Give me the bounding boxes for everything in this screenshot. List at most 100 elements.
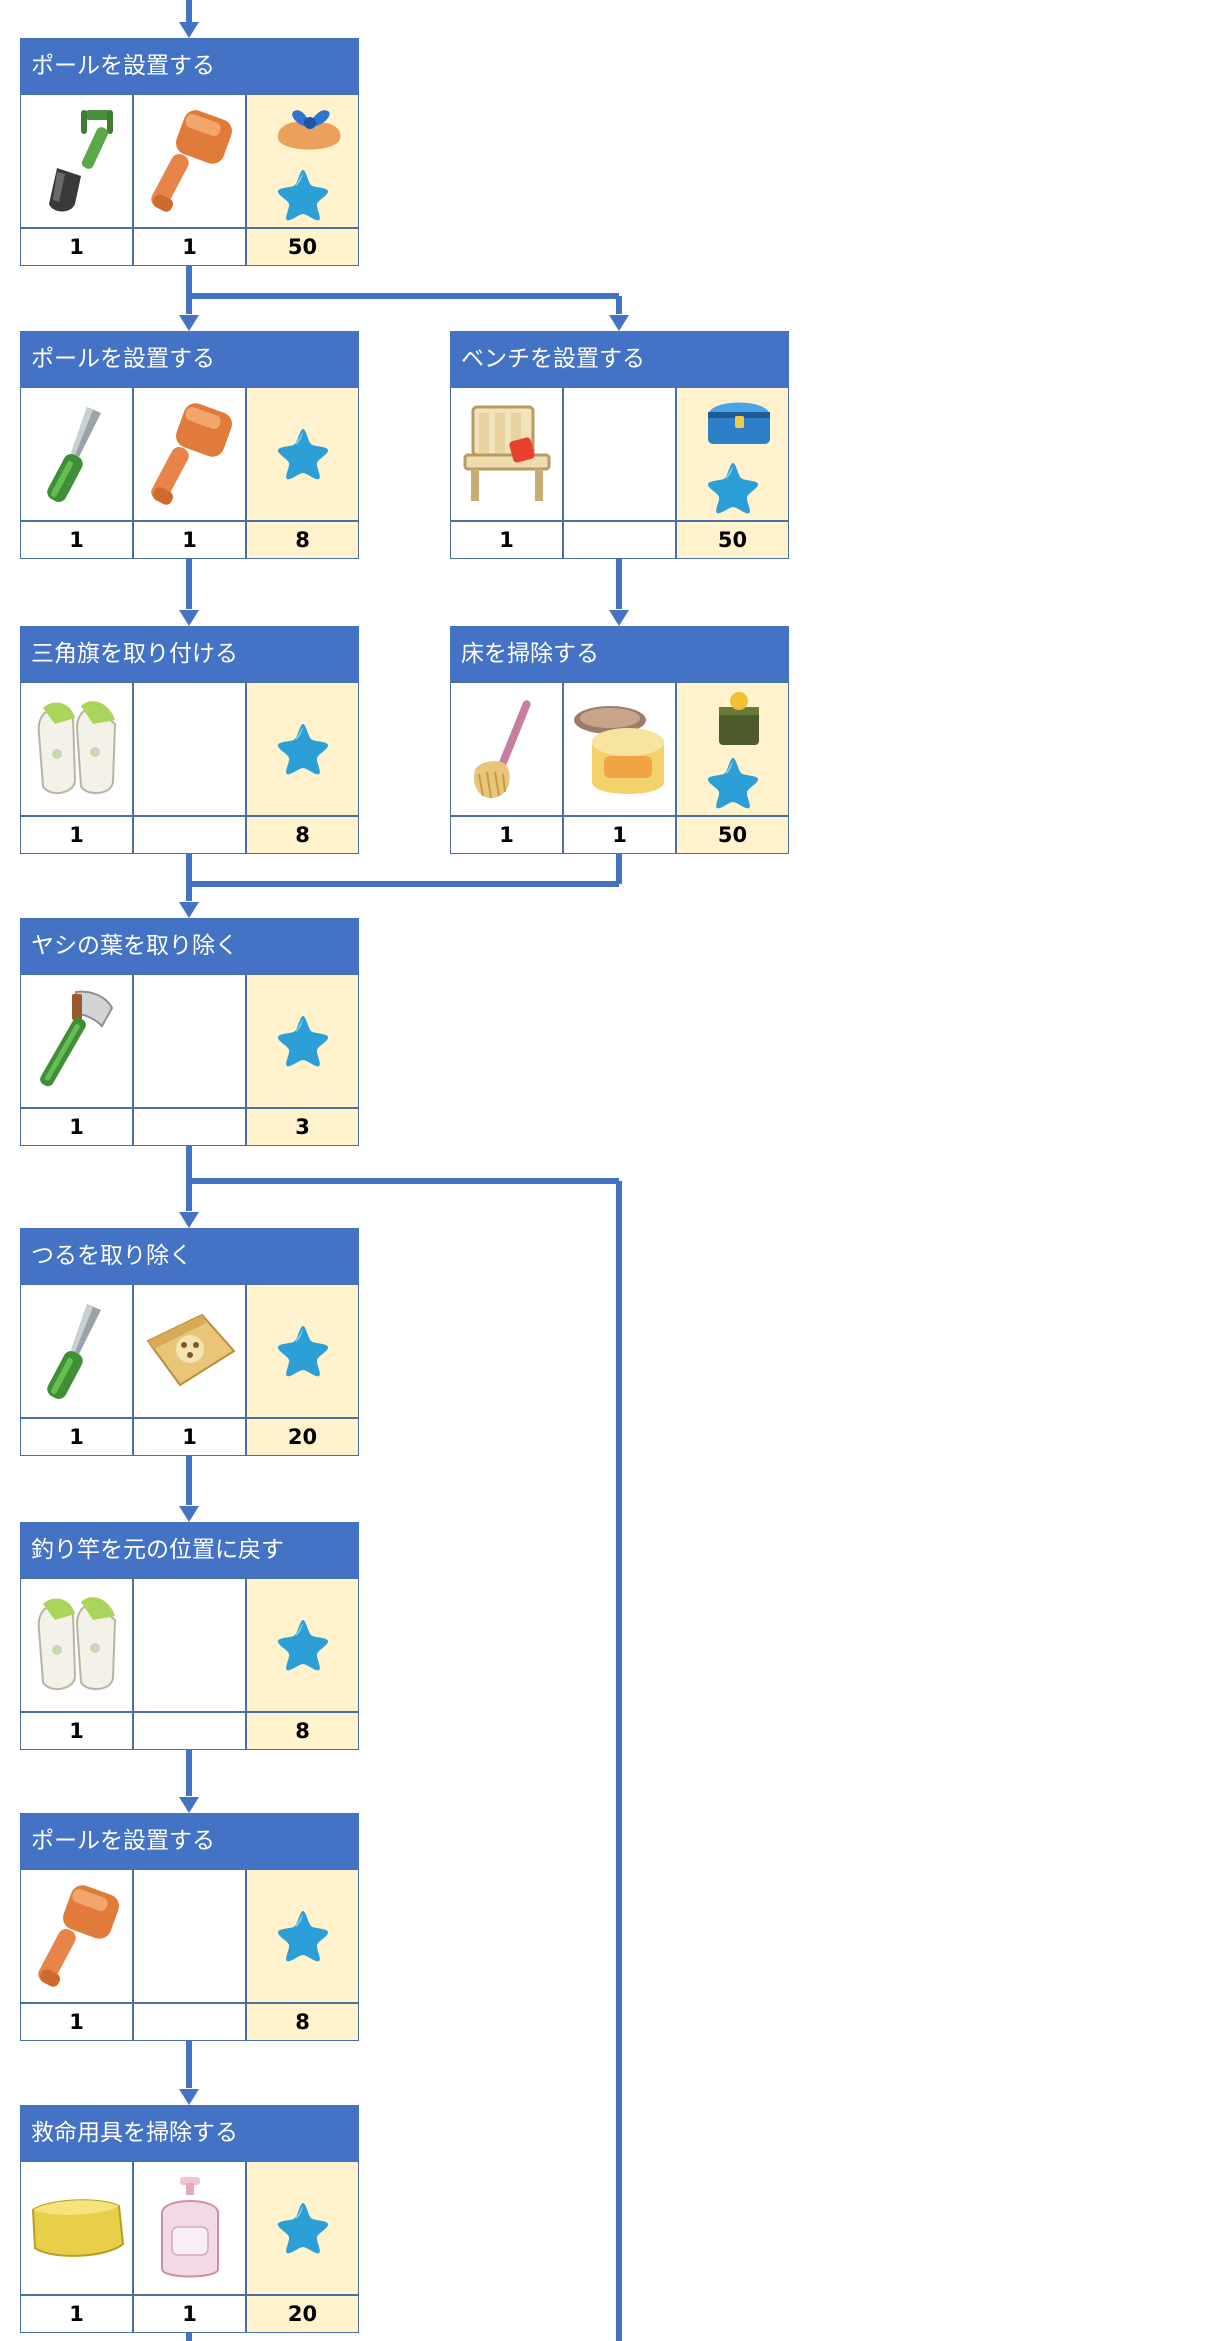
task-card[interactable]: ベンチを設置する 1 50 bbox=[450, 331, 789, 565]
blue-star-icon bbox=[276, 1908, 330, 1962]
reward-value: 50 bbox=[676, 816, 789, 854]
item-count bbox=[563, 521, 676, 559]
item-count: 1 bbox=[450, 816, 563, 854]
reward-cell bbox=[246, 974, 359, 1108]
mallet-icon bbox=[145, 399, 235, 509]
reward-cell bbox=[246, 682, 359, 816]
required-item-cell bbox=[450, 682, 563, 816]
task-title: 救命用具を掃除する bbox=[20, 2105, 359, 2161]
item-count: 1 bbox=[20, 1108, 133, 1146]
soap-bottle-icon bbox=[148, 2173, 232, 2283]
required-item-cell bbox=[133, 387, 246, 521]
axe-icon bbox=[32, 986, 122, 1096]
task-title: つるを取り除く bbox=[20, 1228, 359, 1284]
task-card[interactable]: ヤシの葉を取り除く 1 3 bbox=[20, 918, 359, 1152]
treasure-chest-icon bbox=[702, 394, 776, 448]
reward-value: 8 bbox=[246, 816, 359, 854]
item-count: 1 bbox=[20, 228, 133, 266]
arrowhead bbox=[609, 315, 629, 331]
reward-value: 8 bbox=[246, 2003, 359, 2041]
empty-item-cell bbox=[133, 974, 246, 1108]
item-count: 1 bbox=[133, 521, 246, 559]
task-card[interactable]: 三角旗を取り付ける 1 8 bbox=[20, 626, 359, 860]
reward-cell bbox=[246, 1869, 359, 2003]
required-item-cell bbox=[20, 1578, 133, 1712]
blue-star-icon bbox=[276, 426, 330, 480]
blue-star-icon bbox=[276, 2200, 330, 2254]
item-count: 1 bbox=[133, 2295, 246, 2333]
required-item-cell bbox=[20, 682, 133, 816]
mop-icon bbox=[465, 694, 549, 804]
gloves-icon bbox=[29, 694, 125, 804]
reward-value: 50 bbox=[676, 521, 789, 559]
reward-value: 20 bbox=[246, 2295, 359, 2333]
item-count: 1 bbox=[133, 228, 246, 266]
required-item-cell bbox=[563, 682, 676, 816]
item-count: 1 bbox=[20, 1418, 133, 1456]
blue-star-icon bbox=[706, 755, 760, 809]
blue-star-icon bbox=[276, 1323, 330, 1377]
reward-cell bbox=[676, 387, 789, 521]
blue-star-icon bbox=[276, 167, 330, 221]
reward-value: 8 bbox=[246, 1712, 359, 1750]
blue-star-icon bbox=[276, 1617, 330, 1671]
lantern-box-icon bbox=[709, 689, 769, 749]
required-item-cell bbox=[20, 1284, 133, 1418]
reward-value: 50 bbox=[246, 228, 359, 266]
required-item-cell bbox=[20, 1869, 133, 2003]
bench-icon bbox=[459, 399, 555, 509]
required-item-cell bbox=[450, 387, 563, 521]
reward-cell bbox=[676, 682, 789, 816]
sponge-icon bbox=[27, 2188, 127, 2268]
task-title: 三角旗を取り付ける bbox=[20, 626, 359, 682]
item-count: 1 bbox=[563, 816, 676, 854]
reward-value: 20 bbox=[246, 1418, 359, 1456]
item-count: 1 bbox=[20, 1712, 133, 1750]
knife-icon bbox=[35, 1296, 119, 1406]
task-title: ヤシの葉を取り除く bbox=[20, 918, 359, 974]
mallet-icon bbox=[32, 1881, 122, 1991]
task-card[interactable]: ポールを設置する 1 8 bbox=[20, 1813, 359, 2047]
task-title: ポールを設置する bbox=[20, 1813, 359, 1869]
reward-value: 3 bbox=[246, 1108, 359, 1146]
arrowhead bbox=[179, 22, 199, 38]
item-count: 1 bbox=[20, 2295, 133, 2333]
arrowhead bbox=[179, 1797, 199, 1813]
mallet-icon bbox=[145, 106, 235, 216]
reward-cell bbox=[246, 94, 359, 228]
required-item-cell bbox=[20, 94, 133, 228]
reward-value: 8 bbox=[246, 521, 359, 559]
item-count: 1 bbox=[20, 816, 133, 854]
reward-cell bbox=[246, 1284, 359, 1418]
arrowhead bbox=[179, 1212, 199, 1228]
arrowhead bbox=[609, 610, 629, 626]
reward-cell bbox=[246, 387, 359, 521]
blue-star-icon bbox=[276, 721, 330, 775]
blue-star-icon bbox=[276, 1013, 330, 1067]
polish-jar-icon bbox=[570, 694, 670, 804]
empty-item-cell bbox=[133, 1578, 246, 1712]
task-title: 釣り竿を元の位置に戻す bbox=[20, 1522, 359, 1578]
empty-item-cell bbox=[133, 682, 246, 816]
arrowhead bbox=[179, 610, 199, 626]
task-title: ベンチを設置する bbox=[450, 331, 789, 387]
item-count bbox=[133, 2003, 246, 2041]
empty-item-cell bbox=[133, 1869, 246, 2003]
item-count bbox=[133, 1712, 246, 1750]
item-count: 1 bbox=[20, 2003, 133, 2041]
task-card[interactable]: 釣り竿を元の位置に戻す 1 8 bbox=[20, 1522, 359, 1756]
arrowhead bbox=[179, 2089, 199, 2105]
arrowhead bbox=[179, 315, 199, 331]
required-item-cell bbox=[20, 387, 133, 521]
item-count: 1 bbox=[450, 521, 563, 559]
required-item-cell bbox=[20, 974, 133, 1108]
item-count: 1 bbox=[133, 1418, 246, 1456]
item-count bbox=[133, 816, 246, 854]
empty-item-cell bbox=[563, 387, 676, 521]
